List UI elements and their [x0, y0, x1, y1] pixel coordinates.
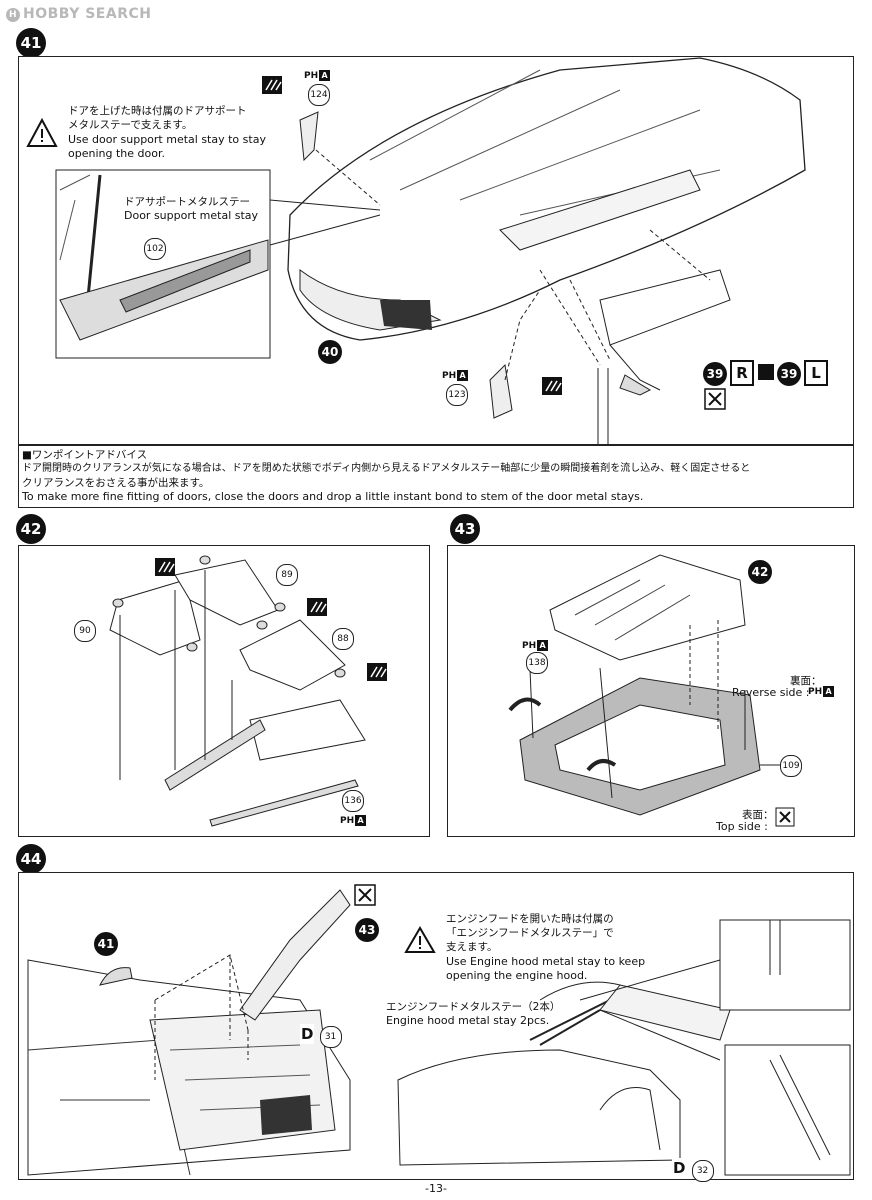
ph-text: PH	[442, 371, 457, 381]
step-44-warning-en-1: Use Engine hood metal stay to keep	[446, 955, 646, 968]
step-44-warning-jp-2: 「エンジンフードメタルステー」で	[446, 927, 614, 939]
step-41-warning-jp-1: ドアを上げた時は付属のドアサポート	[68, 105, 247, 117]
ph-text: PH	[340, 816, 355, 826]
part-d31-number: 31	[319, 1026, 342, 1048]
page-number: -13-	[425, 1182, 447, 1195]
top-side-label-jp: 表面：	[742, 809, 774, 821]
part-d31-label: D 31	[300, 1024, 342, 1048]
part-d32-letter: D	[672, 1158, 687, 1178]
part-124-callout: 124	[308, 84, 330, 106]
subassembly-42-callout: 42	[748, 560, 772, 584]
step-41-warning-en-2: opening the door.	[68, 147, 165, 160]
ph-box: A	[537, 640, 549, 651]
part-136-callout: 136	[342, 790, 364, 812]
subassembly-40-callout: 40	[318, 340, 342, 364]
ph-text: PH	[522, 641, 537, 651]
step-43-badge: 43	[450, 514, 480, 544]
part-d32-number: 32	[691, 1160, 714, 1182]
part-88-callout: 88	[332, 628, 354, 650]
subassembly-39-left-callout: 39	[777, 362, 801, 386]
top-side-label-en: Top side :	[716, 820, 768, 833]
subassembly-43-callout: 43	[355, 918, 379, 942]
subassembly-39-right-callout: 39	[703, 362, 727, 386]
step-41-badge: 41	[16, 28, 46, 58]
part-d31-letter: D	[300, 1024, 315, 1044]
part-90-callout: 90	[74, 620, 96, 642]
step-44-badge: 44	[16, 844, 46, 874]
advice-box	[18, 444, 854, 508]
advice-jp-line-1: ドア開閉時のクリアランスが気になる場合は、ドアを閉めた状態でボディ内側から見える…	[22, 463, 751, 474]
ph-box: A	[355, 815, 367, 826]
part-138-callout: 138	[526, 652, 548, 674]
step-44-warning-jp-1: エンジンフードを開いた時は付属の	[446, 913, 614, 925]
reverse-side-label-jp: 裏面：	[790, 675, 822, 687]
inset-label-jp: ドアサポートメタルステー	[124, 196, 250, 208]
part-89-callout: 89	[276, 564, 298, 586]
inset-label-en: Door support metal stay	[124, 209, 259, 222]
reverse-side-label-en: Reverse side :	[732, 686, 810, 699]
ph-box: A	[457, 370, 469, 381]
advice-title: ■ワンポイントアドバイス	[22, 449, 148, 461]
advice-en: To make more fine fitting of doors, clos…	[22, 490, 644, 503]
part-102-callout: 102	[144, 238, 166, 260]
step-42-badge: 42	[16, 514, 46, 544]
engine-hood-stay-label-jp: エンジンフードメタルステー（2本）	[386, 1001, 561, 1013]
step-41-warning-en-1: Use door support metal stay to stay	[68, 133, 266, 146]
part-123-callout: 123	[446, 384, 468, 406]
watermark-logo-mark: H	[6, 8, 20, 22]
ph-box: A	[823, 686, 835, 697]
part-d32-label: D 32	[672, 1158, 714, 1182]
step-44-warning-jp-3: 支えます。	[446, 941, 498, 953]
step-44-warning-en-2: opening the engine hood.	[446, 969, 588, 982]
step-41-warning-jp-2: メタルステーで支えます。	[68, 119, 193, 131]
subassembly-41-callout: 41	[94, 932, 118, 956]
right-side-marker: R	[730, 360, 754, 386]
part-109-callout: 109	[780, 755, 802, 777]
ph-box: A	[319, 70, 331, 81]
advice-jp-line-2: クリアランスをおさえる事が出来ます。	[22, 477, 210, 489]
watermark-text: HOBBY SEARCH	[23, 6, 152, 22]
left-side-marker: L	[804, 360, 828, 386]
ph-text: PH	[808, 687, 823, 697]
ph-text: PH	[304, 71, 319, 81]
engine-hood-stay-label-en: Engine hood metal stay 2pcs.	[386, 1014, 550, 1027]
mirror-symbol-icon	[758, 364, 774, 380]
